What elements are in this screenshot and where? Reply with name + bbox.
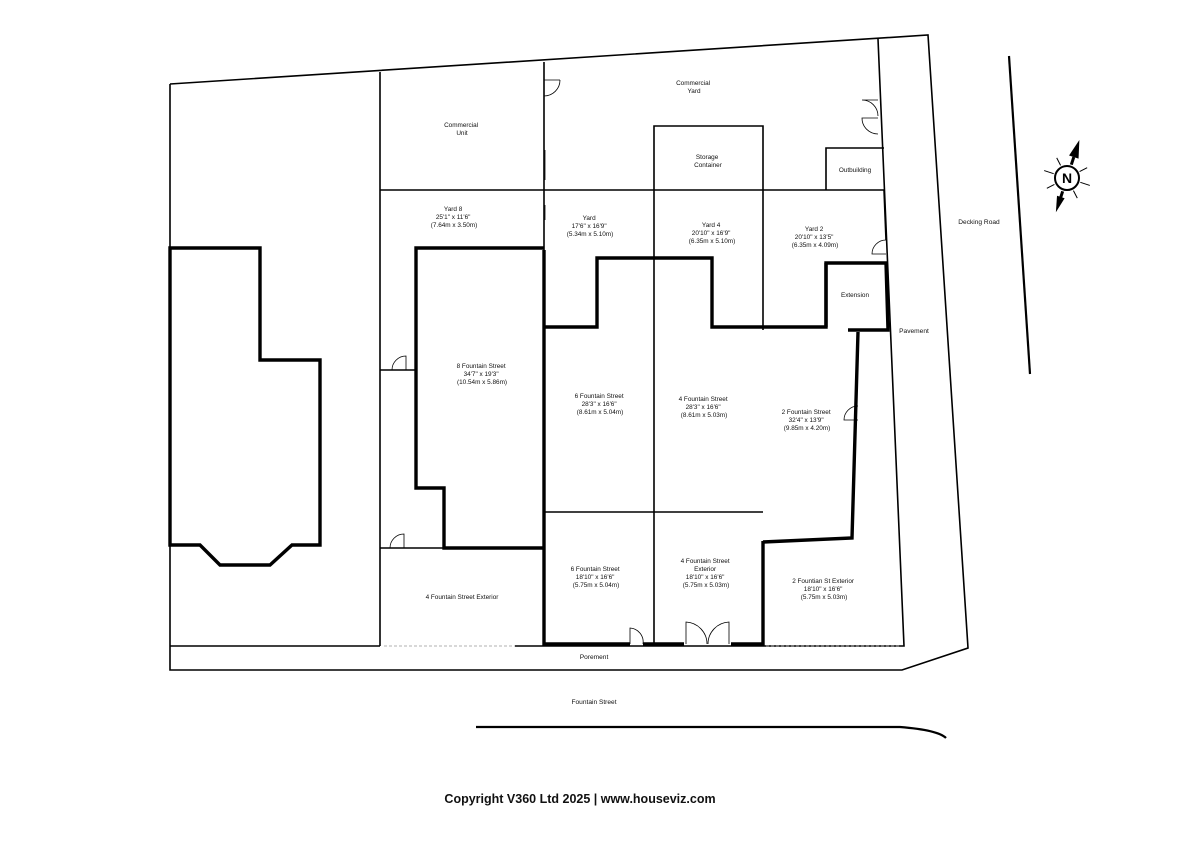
yard-2-label: Yard 2 20'10" x 13'5" (6.35m x 4.09m) (792, 226, 839, 249)
neighbour-building-outline (168, 246, 322, 567)
pavement-label: Pavement (899, 328, 929, 335)
front-wall-segment-b (731, 541, 765, 646)
fountain-6-label: 6 Fountain Street 28'3" x 16'6" (8.61m x… (575, 393, 626, 416)
storage-container-wall (653, 125, 764, 190)
extension-label: Extension (841, 292, 870, 299)
street-labels: Pavement Porement Fountain Street Deckin… (571, 219, 1000, 706)
compass-circle (1054, 165, 1080, 191)
fountain-4-label: 4 Fountain Street 28'3" x 16'6" (8.61m x… (679, 396, 730, 419)
double-door-right-icon (861, 99, 879, 135)
door-yard8-top-icon (391, 355, 407, 371)
door-swings (389, 79, 887, 645)
fountain-2-exterior-label: 2 Fountian St Exterior 18'10" x 16'6" (5… (792, 578, 856, 601)
building-outlines (168, 246, 890, 646)
fountain-6-front-label: 6 Fountain Street 18'10" x 16'6" (5.75m … (571, 566, 622, 589)
yard-4-label: Yard 4 20'10" x 16'9" (6.35m x 5.10m) (689, 222, 736, 245)
commercial-yard-label: Commercial Yard (676, 80, 712, 95)
french-doors-icon (685, 621, 730, 645)
fountain-2-label: 2 Fountain Street 32'4" x 13'9" (9.85m x… (782, 409, 833, 432)
storage-container-label: Storage Container (694, 154, 723, 169)
porement-label: Porement (580, 654, 609, 661)
commercial-unit-label: Commercial Unit (444, 122, 480, 137)
door-yard2-icon (871, 239, 887, 255)
fountain-street-kerb (476, 725, 947, 739)
decking-road-kerb (1007, 55, 1032, 375)
rear-roofline-outline (544, 256, 890, 332)
door-6-front-icon (629, 627, 644, 645)
yard2-right-wall (883, 189, 887, 241)
door-2-side-icon (843, 405, 859, 421)
compass-rose: N (1044, 139, 1090, 213)
compass-arrows-icon (1044, 139, 1090, 213)
street-lines (476, 55, 1032, 739)
door-commercial-yard-icon (543, 79, 561, 97)
boundary-walls (169, 34, 969, 671)
fountain-2-outline (762, 331, 860, 544)
outbuilding-label: Outbuilding (839, 167, 872, 174)
fountain-street-label: Fountain Street (571, 699, 616, 706)
fountain-4-exterior-left-label: 4 Fountain Street Exterior (426, 594, 500, 601)
compass-label: N (1062, 170, 1072, 186)
yard-8-label: Yard 8 25'1" x 11'6" (7.64m x 3.50m) (431, 206, 478, 229)
decking-road-label: Decking Road (958, 219, 1000, 226)
fountain-8-label: 8 Fountain Street 34'7" x 19'3" (10.54m … (457, 363, 508, 386)
fountain-4-exterior-label: 4 Fountain Street Exterior 18'10" x 16'6… (681, 558, 732, 589)
copyright-footer: Copyright V360 Ltd 2025 | www.houseviz.c… (444, 792, 716, 806)
outbuilding-wall (825, 147, 884, 190)
site-outer-boundary (169, 34, 969, 671)
door-yard8-bottom-icon (389, 533, 405, 549)
room-labels: Commercial Unit Commercial Yard Storage … (426, 80, 872, 601)
fountain-8-outline (414, 246, 544, 550)
pavement-inner-line (515, 38, 905, 647)
yard-label: Yard 17'6" x 16'9" (5.34m x 5.10m) (567, 215, 614, 238)
fountain-6-front-outline (542, 250, 630, 646)
